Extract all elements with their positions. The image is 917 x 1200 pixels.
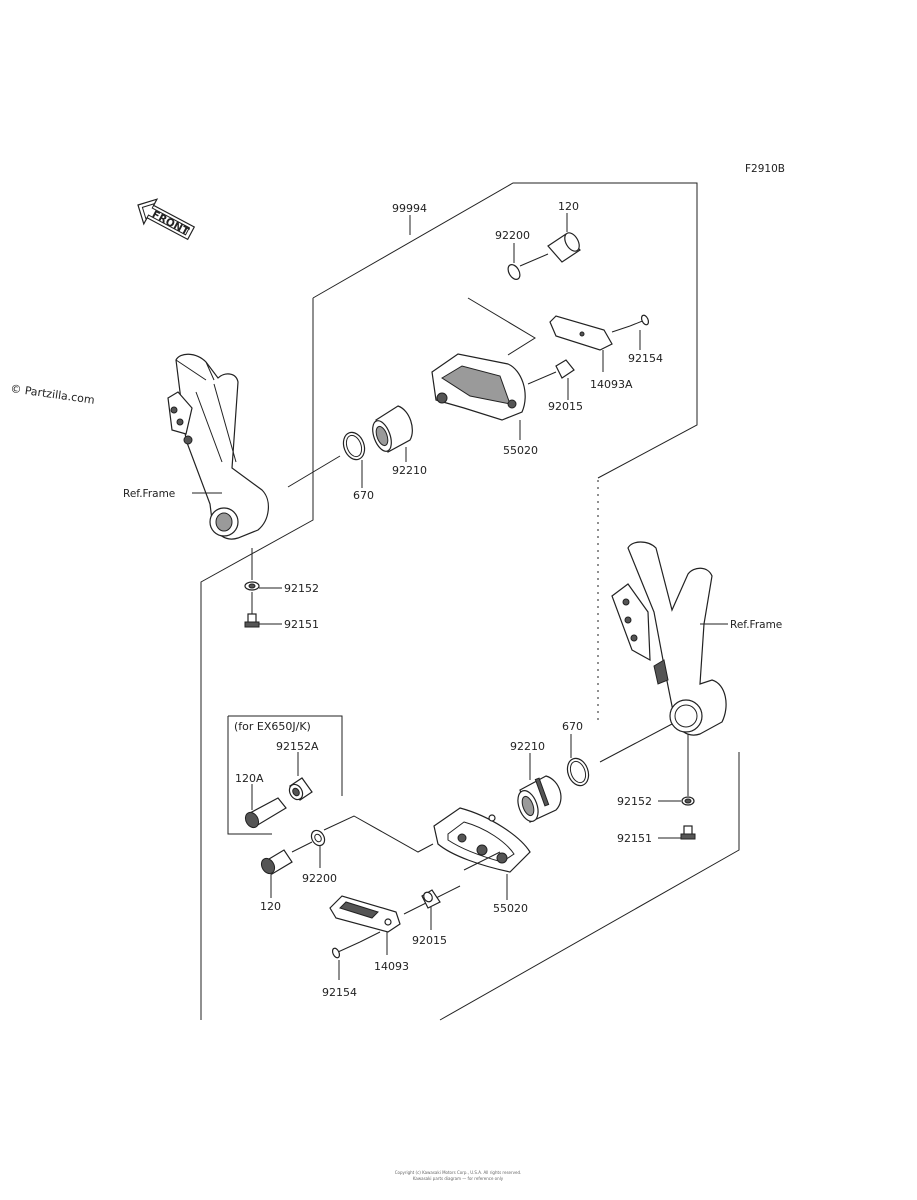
watermark: © Partzilla.com [10,382,96,407]
label-bolt-right: 92151 [617,832,652,845]
label-washer-top: 92200 [495,229,530,242]
right-frame [611,541,727,736]
footer-note: Kawasaki parts diagram — for reference o… [413,1176,504,1181]
washer-92200-bottom [310,829,326,847]
label-spacer-alt: 92152A [276,740,319,753]
label-ring-bottom: 670 [562,720,583,733]
variant-box [227,715,343,835]
slider-55020-top [431,353,526,421]
footer-copyright: Copyright (c) Kawasaki Motors Corp., U.S… [395,1170,522,1175]
label-spacer-bottom: 92210 [510,740,545,753]
label-slider-bottom: 55020 [493,902,528,915]
collar-92015-top [555,359,575,379]
label-plate-bottom: 14093 [374,960,409,973]
label-collar-top: 92015 [548,400,583,413]
ring-670-top [342,431,366,461]
left-frame [167,353,269,540]
variant-note: (for EX650J/K) [234,720,311,733]
figure-code: F2910B [745,163,785,175]
label-collar-bottom: 92015 [412,934,447,947]
label-ring-top: 670 [353,489,374,502]
label-kit: 99994 [392,202,427,215]
label-nut-right: 92152 [617,795,652,808]
plate-14093A-top [549,315,613,351]
label-ref-frame-left: Ref.Frame [123,488,175,500]
collar-92015-bottom [421,889,441,909]
bolt-120-bottom [260,849,293,875]
label-slider-top: 55020 [503,444,538,457]
front-arrow-label: FRONT [150,209,192,239]
slider-55020-bottom [433,807,531,873]
label-screw-bottom: 92154 [322,986,357,999]
plate-14093-bottom [329,895,401,933]
label-ref-frame-right: Ref.Frame [730,619,782,631]
nut-92152-left [244,581,260,591]
bolt-120A [244,797,287,829]
bolt-92151-left [244,613,260,628]
label-spacer-top: 92210 [392,464,427,477]
label-bolt-bottom: 120 [260,900,281,913]
screw-92154-top [629,314,650,327]
upper-group-border [200,182,740,1021]
nut-92152-right [681,796,695,806]
spacer-92210-bottom [517,775,562,823]
label-nut-left: 92152 [284,582,319,595]
label-washer-bottom: 92200 [302,872,337,885]
label-bolt-left: 92151 [284,618,319,631]
front-arrow-icon: FRONT [137,198,196,241]
label-screw-top: 92154 [628,352,663,365]
ring-670-bottom [566,757,590,787]
bolt-120-top [547,232,581,263]
bolt-92151-right [680,825,696,840]
screw-92154-bottom [331,941,361,959]
washer-92200-top [507,264,521,280]
label-plate-top: 14093A [590,378,633,391]
spacer-92152A [288,777,313,801]
label-bolt-top: 120 [558,200,579,213]
label-bolt-alt: 120A [235,772,264,785]
spacer-92210-top [372,405,413,453]
